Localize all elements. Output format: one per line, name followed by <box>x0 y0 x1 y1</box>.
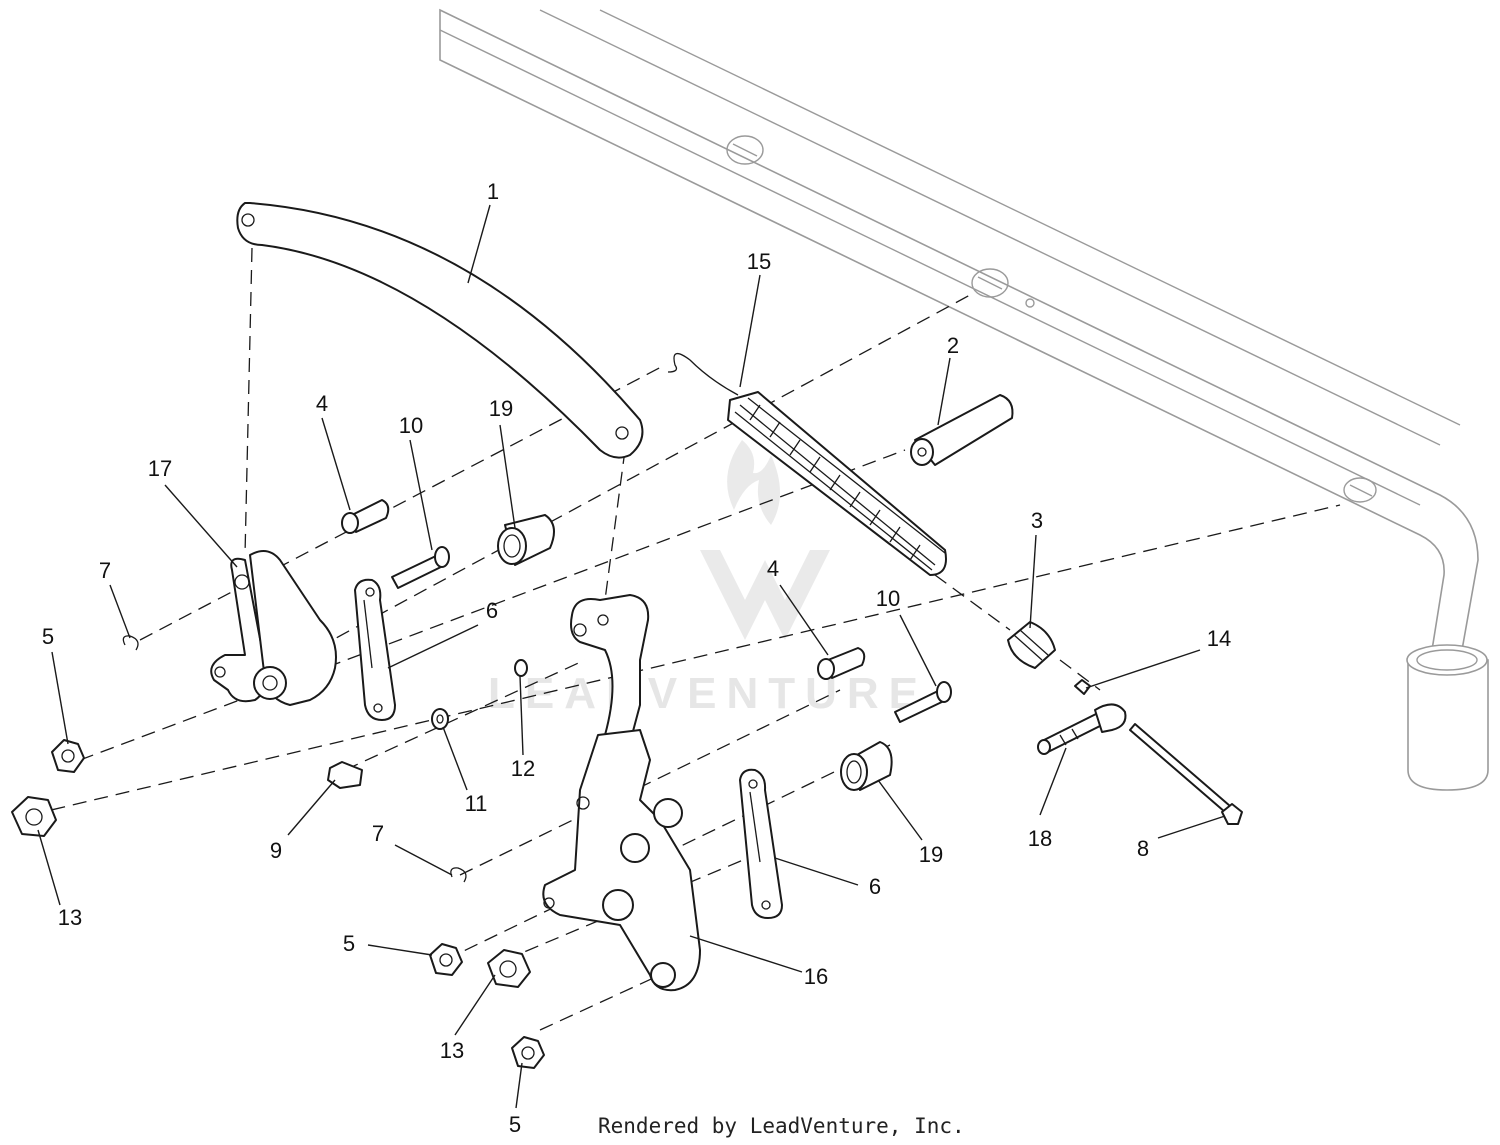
part-6-slotted-link-upper[interactable] <box>354 578 396 721</box>
callout-19-lower: 19 <box>919 842 943 867</box>
callout-9: 9 <box>270 838 282 863</box>
callout-2: 2 <box>947 333 959 358</box>
part-5-nut-a[interactable] <box>51 739 85 773</box>
callout-12: 12 <box>511 756 535 781</box>
callout-17: 17 <box>148 456 172 481</box>
part-5-nut-c[interactable] <box>511 1036 545 1069</box>
callout-6-lower: 6 <box>869 874 881 899</box>
callout-6-upper: 6 <box>486 598 498 623</box>
part-12-washer[interactable] <box>514 659 528 677</box>
callout-5-c: 5 <box>509 1112 521 1137</box>
part-8-long-bolt[interactable] <box>1129 723 1243 825</box>
callout-1: 1 <box>487 179 499 204</box>
part-2-spacer[interactable] <box>910 394 1014 466</box>
callout-7-lower: 7 <box>372 821 384 846</box>
callout-10-lower: 10 <box>876 586 900 611</box>
part-6-slotted-link-lower[interactable] <box>739 768 783 919</box>
part-7-clip-upper[interactable] <box>122 635 139 651</box>
callout-16: 16 <box>804 964 828 989</box>
callout-14: 14 <box>1207 626 1231 651</box>
callout-13-a: 13 <box>58 905 82 930</box>
part-1-link-bar[interactable] <box>236 202 644 459</box>
part-7-clip-lower[interactable] <box>450 867 467 883</box>
callout-4-lower: 4 <box>767 556 779 581</box>
callout-8: 8 <box>1137 836 1149 861</box>
callout-13-b: 13 <box>440 1038 464 1063</box>
watermark-logo <box>700 440 830 640</box>
rendered-by-credit: Rendered by LeadVenture, Inc. <box>598 1114 965 1138</box>
frame-rail <box>439 8 1489 791</box>
part-13-nut-a[interactable] <box>11 796 57 837</box>
callout-19-upper: 19 <box>489 396 513 421</box>
callout-5-a: 5 <box>42 624 54 649</box>
part-15-spring[interactable] <box>667 353 947 576</box>
callout-11: 11 <box>465 791 488 816</box>
callout-3: 3 <box>1031 508 1043 533</box>
part-13-nut-b[interactable] <box>487 949 531 988</box>
part-17-left-bracket[interactable] <box>210 550 337 706</box>
callout-7-upper: 7 <box>99 558 111 583</box>
callout-15: 15 <box>747 249 771 274</box>
callout-5-b: 5 <box>343 931 355 956</box>
callout-18: 18 <box>1028 826 1052 851</box>
part-5-nut-b[interactable] <box>429 943 463 976</box>
part-10-bolt-lower[interactable] <box>894 681 952 723</box>
part-19-bushing-lower[interactable] <box>840 741 893 791</box>
part-11-washer[interactable] <box>431 708 449 730</box>
part-16-right-bracket[interactable] <box>542 594 701 992</box>
part-4-pin-upper[interactable] <box>341 499 390 534</box>
part-18-pivot-shaft[interactable] <box>1037 703 1127 755</box>
part-19-bushing-upper[interactable] <box>497 514 555 566</box>
part-4-pin-lower[interactable] <box>817 647 866 680</box>
callout-4-upper: 4 <box>316 391 328 416</box>
leader-lines <box>37 204 1226 1109</box>
part-10-bolt-upper[interactable] <box>391 546 450 589</box>
watermark-text: LEADVENTURE <box>488 669 928 718</box>
part-3-anchor[interactable] <box>1007 621 1056 669</box>
callout-10-upper: 10 <box>399 413 423 438</box>
part-9-bolt[interactable] <box>327 761 363 789</box>
